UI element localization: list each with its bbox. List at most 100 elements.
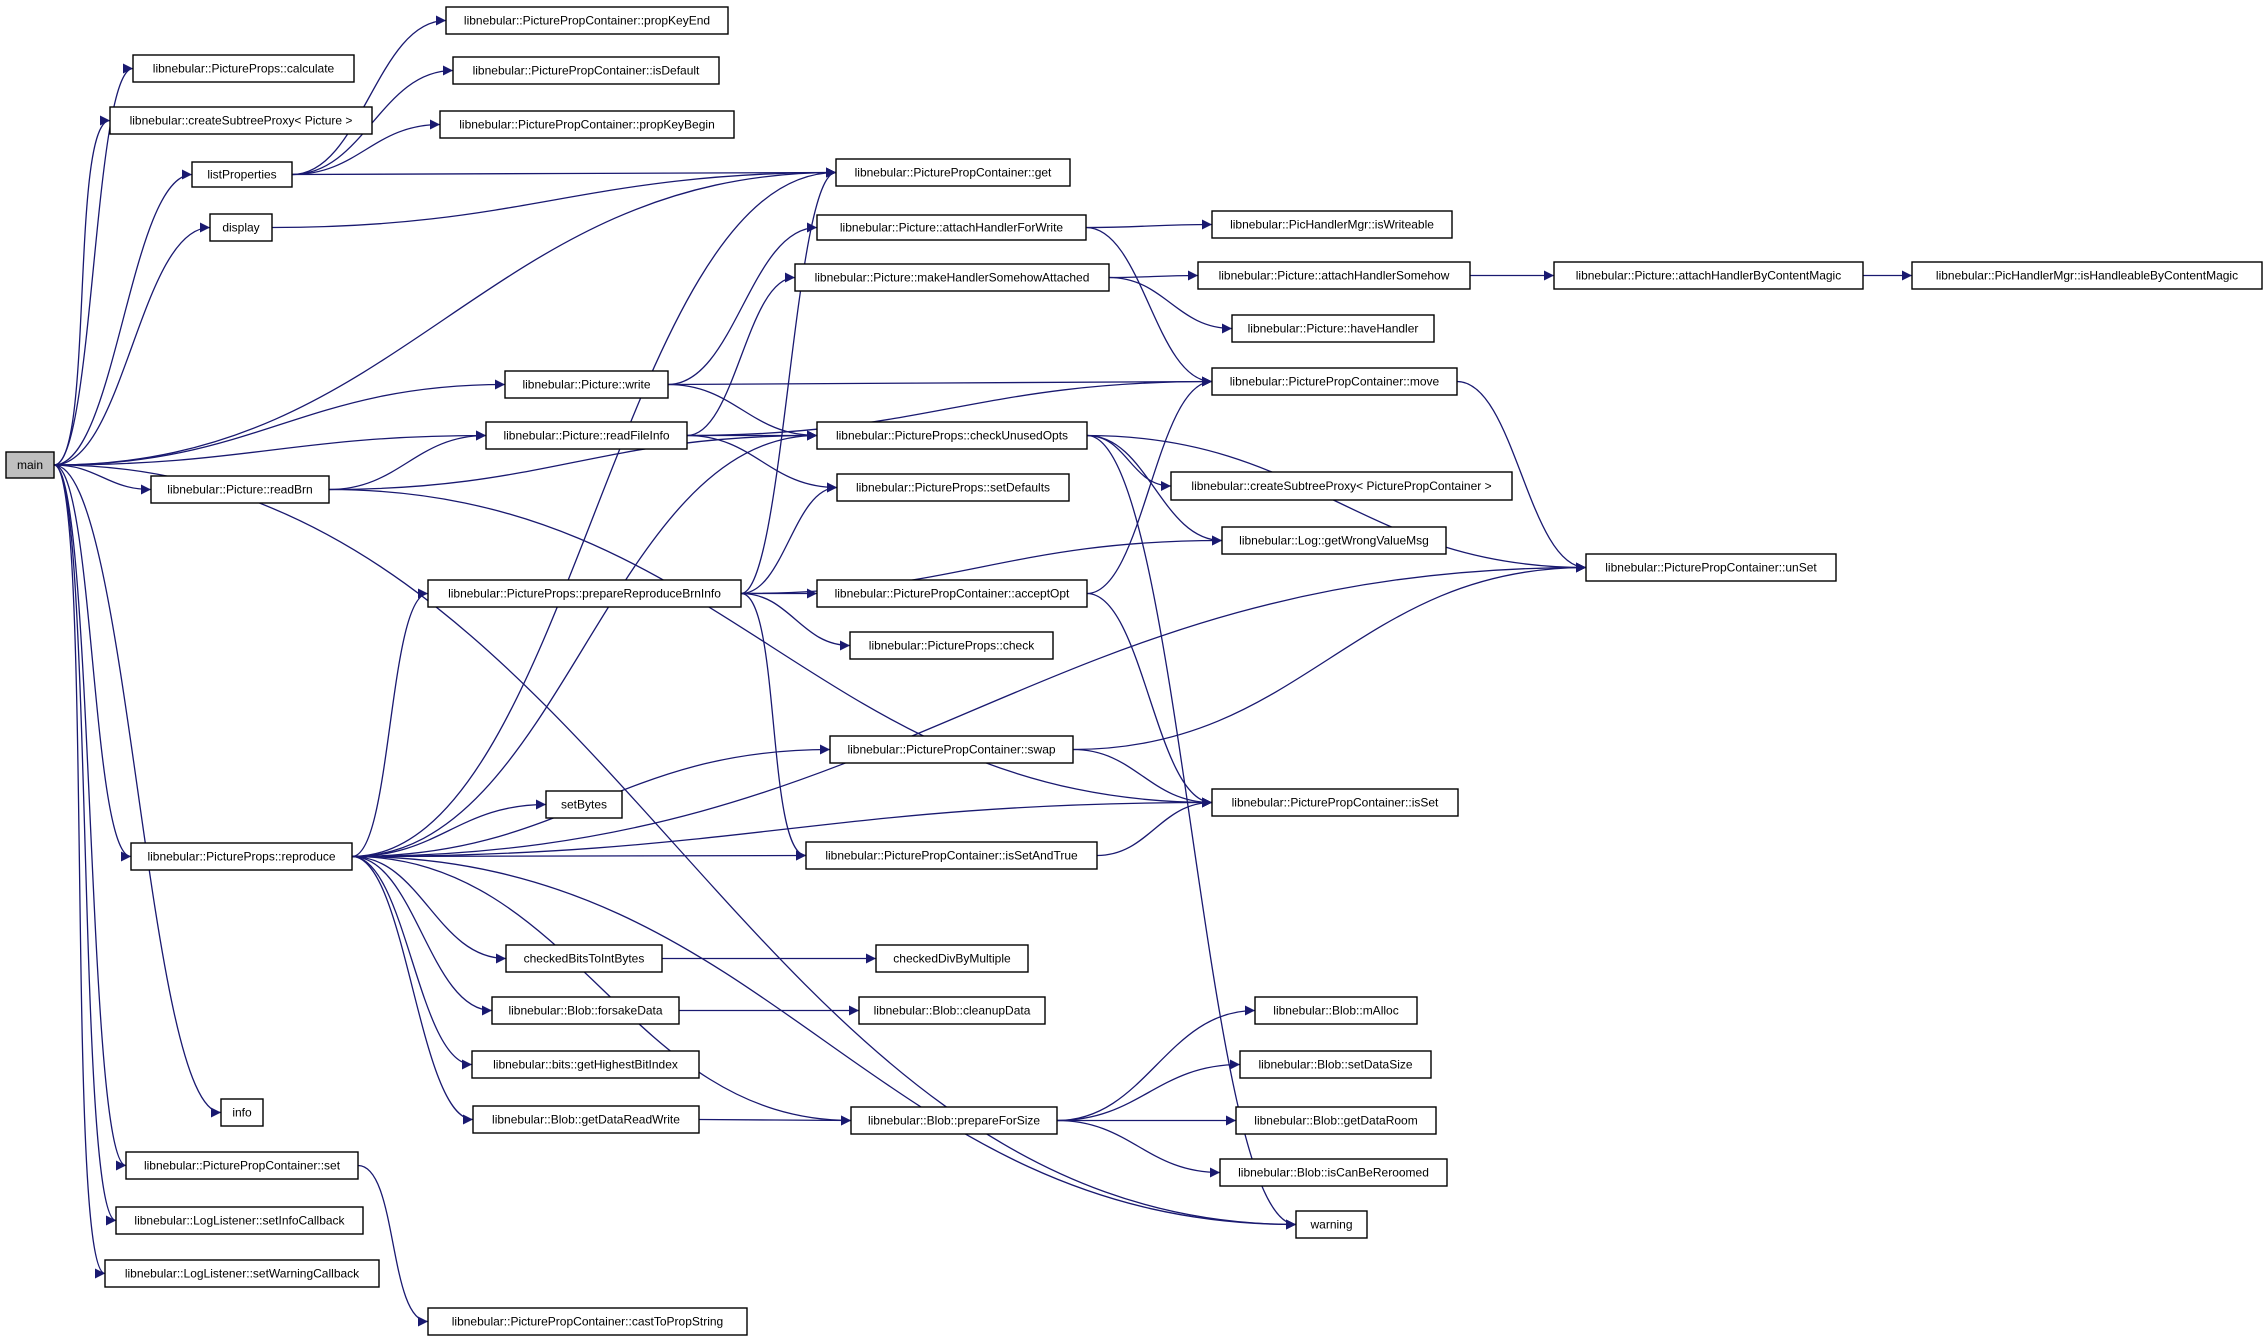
node-box <box>835 158 1071 187</box>
node-isSet[interactable]: libnebular::PicturePropContainer::isSet <box>1211 788 1459 817</box>
node-readBrn[interactable]: libnebular::Picture::readBrn <box>150 475 330 504</box>
node-createSubtreePicture[interactable]: libnebular::createSubtreeProxy< Picture … <box>109 106 373 135</box>
node-attachHandlerSomehow[interactable]: libnebular::Picture::attachHandlerSomeho… <box>1197 261 1471 290</box>
node-box <box>1295 1210 1368 1239</box>
node-unSet[interactable]: libnebular::PicturePropContainer::unSet <box>1585 553 1837 582</box>
edge-readBrn-to-readFileInfo <box>328 430 487 491</box>
node-getHighestBitIndex[interactable]: libnebular::bits::getHighestBitIndex <box>471 1050 700 1079</box>
node-cleanupData[interactable]: libnebular::Blob::cleanupData <box>858 996 1046 1025</box>
node-box <box>472 1105 700 1134</box>
node-isHandleableByContentMagic[interactable]: libnebular::PicHandlerMgr::isHandleableB… <box>1911 261 2263 290</box>
node-label: libnebular::Blob::getDataReadWrite <box>492 1113 680 1127</box>
node-getDataReadWrite[interactable]: libnebular::Blob::getDataReadWrite <box>472 1105 700 1134</box>
edge-write-to-attachHandlerForWrite <box>667 222 818 386</box>
node-setDefaults[interactable]: libnebular::PictureProps::setDefaults <box>836 473 1070 502</box>
node-getWrongValueMsg[interactable]: libnebular::Log::getWrongValueMsg <box>1221 526 1447 555</box>
node-forsakeData[interactable]: libnebular::Blob::forsakeData <box>491 996 680 1025</box>
edge-reproduce-to-isSetAndTrue <box>351 850 807 861</box>
edge-listProperties-to-propKeyBegin <box>291 119 441 176</box>
node-label: libnebular::PictureProps::reproduce <box>147 850 335 864</box>
node-prepareReproduceBrnInfo[interactable]: libnebular::PictureProps::prepareReprodu… <box>427 579 742 608</box>
edge-main-to-createSubtreePicture <box>53 115 111 466</box>
node-createSubtreePPC[interactable]: libnebular::createSubtreeProxy< PictureP… <box>1170 471 1513 501</box>
node-setInfoCallback[interactable]: libnebular::LogListener::setInfoCallback <box>115 1206 364 1235</box>
node-isSetAndTrue[interactable]: libnebular::PicturePropContainer::isSetA… <box>805 841 1098 870</box>
node-box <box>5 451 55 479</box>
edge-reproduce-to-checkUnusedOpts <box>351 430 818 858</box>
node-setWarningCallback[interactable]: libnebular::LogListener::setWarningCallb… <box>104 1259 380 1288</box>
node-makeHandlerSomehowAttached[interactable]: libnebular::Picture::makeHandlerSomehowA… <box>794 263 1110 292</box>
node-label: listProperties <box>207 168 276 182</box>
node-box <box>452 56 720 85</box>
node-info[interactable]: info <box>220 1098 264 1127</box>
edge-write-to-checkUnusedOpts <box>667 383 818 441</box>
node-label: libnebular::PictureProps::calculate <box>153 62 335 76</box>
node-readFileInfo[interactable]: libnebular::Picture::readFileInfo <box>485 421 688 450</box>
node-box <box>191 161 293 188</box>
node-reproduce[interactable]: libnebular::PictureProps::reproduce <box>130 842 353 871</box>
edge-reproduce-to-prepareForSize <box>351 855 852 1126</box>
node-main[interactable]: main <box>5 451 55 479</box>
node-box <box>491 996 680 1025</box>
node-label: libnebular::Picture::readBrn <box>167 483 312 497</box>
node-label: libnebular::Blob::forsakeData <box>508 1004 662 1018</box>
node-propKeyEnd[interactable]: libnebular::PicturePropContainer::propKe… <box>445 6 729 35</box>
edge-reproduce-to-getHighestBitIndex <box>351 855 473 1070</box>
node-label: checkedDivByMultiple <box>893 952 1011 966</box>
node-get[interactable]: libnebular::PicturePropContainer::get <box>835 158 1071 187</box>
node-label: libnebular::PicturePropContainer::accept… <box>835 587 1070 601</box>
node-box <box>439 110 735 139</box>
node-isDefault[interactable]: libnebular::PicturePropContainer::isDefa… <box>452 56 720 85</box>
node-box <box>816 579 1088 608</box>
node-attachHandlerByContentMagic[interactable]: libnebular::Picture::attachHandlerByCont… <box>1553 261 1864 290</box>
node-calculate[interactable]: libnebular::PictureProps::calculate <box>132 54 355 83</box>
node-isCanBeReroomed[interactable]: libnebular::Blob::isCanBeReroomed <box>1219 1158 1448 1187</box>
node-label: display <box>222 221 259 235</box>
node-label: libnebular::Picture::write <box>522 378 650 392</box>
node-box <box>816 421 1088 450</box>
node-label: setBytes <box>561 798 607 812</box>
node-castToPropString[interactable]: libnebular::PicturePropContainer::castTo… <box>427 1307 748 1336</box>
node-listProperties[interactable]: listProperties <box>191 161 293 188</box>
node-getDataRoom[interactable]: libnebular::Blob::getDataRoom <box>1235 1106 1437 1135</box>
edge-reproduce-to-checkedBitsToIntBytes <box>351 855 507 964</box>
edge-reproduce-to-get <box>351 167 837 858</box>
node-prepareForSize[interactable]: libnebular::Blob::prepareForSize <box>850 1106 1058 1135</box>
node-box <box>104 1259 380 1288</box>
node-warning[interactable]: warning <box>1295 1210 1368 1239</box>
node-mAlloc[interactable]: libnebular::Blob::mAlloc <box>1254 996 1418 1025</box>
node-label: libnebular::Blob::isCanBeReroomed <box>1238 1166 1429 1180</box>
node-checkedDivByMultiple[interactable]: checkedDivByMultiple <box>875 944 1029 973</box>
node-acceptOpt[interactable]: libnebular::PicturePropContainer::accept… <box>816 579 1088 608</box>
node-set[interactable]: libnebular::PicturePropContainer::set <box>125 1151 359 1180</box>
node-box <box>427 579 742 608</box>
node-box <box>545 790 623 819</box>
node-box <box>836 473 1070 502</box>
node-setDataSize[interactable]: libnebular::Blob::setDataSize <box>1239 1050 1432 1079</box>
node-propKeyBegin[interactable]: libnebular::PicturePropContainer::propKe… <box>439 110 735 139</box>
node-check[interactable]: libnebular::PictureProps::check <box>849 631 1054 660</box>
node-box <box>485 421 688 450</box>
node-label: libnebular::Picture::haveHandler <box>1248 322 1419 336</box>
node-box <box>504 370 669 399</box>
node-checkedBitsToIntBytes[interactable]: checkedBitsToIntBytes <box>505 944 663 973</box>
node-attachHandlerForWrite[interactable]: libnebular::Picture::attachHandlerForWri… <box>816 214 1087 241</box>
node-display[interactable]: display <box>209 213 273 242</box>
edge-readFileInfo-to-move <box>686 376 1213 437</box>
node-checkUnusedOpts[interactable]: libnebular::PictureProps::checkUnusedOpt… <box>816 421 1088 450</box>
node-setBytes[interactable]: setBytes <box>545 790 623 819</box>
node-box <box>829 735 1074 764</box>
node-isWriteable[interactable]: libnebular::PicHandlerMgr::isWriteable <box>1211 210 1453 239</box>
node-haveHandler[interactable]: libnebular::Picture::haveHandler <box>1231 314 1435 343</box>
edge-readFileInfo-to-setDefaults <box>686 434 838 493</box>
edge-move-to-unSet <box>1456 380 1587 573</box>
edge-makeHandlerSomehowAttached-to-haveHandler <box>1108 276 1233 334</box>
node-swap[interactable]: libnebular::PicturePropContainer::swap <box>829 735 1074 764</box>
node-write[interactable]: libnebular::Picture::write <box>504 370 669 399</box>
node-box <box>1170 471 1513 501</box>
edge-swap-to-unSet <box>1072 562 1587 751</box>
edge-reproduce-to-unSet <box>351 562 1587 858</box>
node-label: libnebular::Picture::makeHandlerSomehowA… <box>815 271 1090 285</box>
node-move[interactable]: libnebular::PicturePropContainer::move <box>1211 367 1458 396</box>
